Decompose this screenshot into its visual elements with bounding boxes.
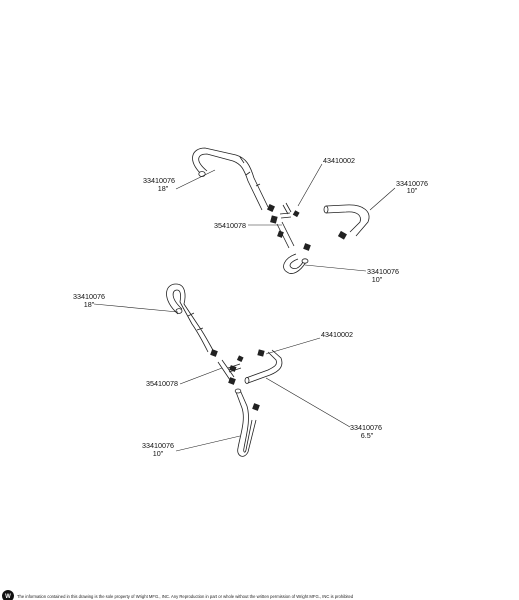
- upper-hose-right-part: 33410076: [396, 179, 428, 188]
- upper-leader-hose-bottom: [304, 264, 367, 272]
- upper-fittings: [267, 204, 300, 238]
- upper-tee-fitting: [276, 202, 295, 249]
- lower-hose-bottom-length: 10": [153, 449, 164, 458]
- lower-hose-bottom-part: 33410076: [142, 441, 174, 450]
- upper-assembly: 33410076 18" 43410002 33410076 10" 35410…: [143, 147, 428, 284]
- lower-fittings: [210, 349, 265, 411]
- upper-hose-bottom-10in: [283, 243, 311, 274]
- upper-leader-clamp: [297, 163, 323, 207]
- lower-hose-left-part: 33410076: [73, 292, 105, 301]
- upper-hose-right-length: 10": [407, 186, 418, 195]
- lower-leader-hose-right: [265, 377, 351, 428]
- lower-hose-right-part: 33410076: [350, 423, 382, 432]
- upper-hose-18in: [192, 147, 269, 211]
- lower-leader-tee: [179, 367, 223, 385]
- upper-hose-left-length: 18": [158, 184, 169, 193]
- upper-tee-part: 35410078: [214, 221, 246, 230]
- lower-assembly: 33410076 18" 43410002 35410078 33410076 …: [73, 283, 382, 458]
- lower-hose-left-length: 18": [84, 300, 95, 309]
- lower-leader-clamp: [265, 337, 321, 355]
- proprietary-notice: The information contained in this drawin…: [17, 594, 354, 599]
- upper-hose-bottom-length: 10": [372, 275, 383, 284]
- lower-hose-right-6-5in: [244, 349, 283, 384]
- upper-clamp-part: 43410002: [323, 156, 355, 165]
- upper-hose-right-10in: [323, 204, 370, 240]
- wright-logo-icon: [2, 590, 14, 600]
- lower-hose-right-length: 6.5": [361, 431, 374, 440]
- lower-tee-part: 35410078: [146, 379, 178, 388]
- lower-hose-bottom-10in: [234, 388, 257, 457]
- upper-leader-hose-left: [175, 169, 216, 190]
- wright-logo-letter: W: [5, 594, 11, 600]
- lower-leader-hose-left: [93, 303, 179, 313]
- upper-hose-left-part: 33410076: [143, 176, 175, 185]
- upper-hose-bottom-part: 33410076: [367, 267, 399, 276]
- lower-clamp-part: 43410002: [321, 330, 353, 339]
- upper-leader-hose-right: [369, 187, 396, 211]
- lower-hose-18in: [166, 283, 215, 353]
- lower-leader-hose-bottom: [175, 435, 241, 452]
- footer: W The information contained in this draw…: [2, 590, 354, 600]
- lower-tee-fitting: [217, 359, 242, 381]
